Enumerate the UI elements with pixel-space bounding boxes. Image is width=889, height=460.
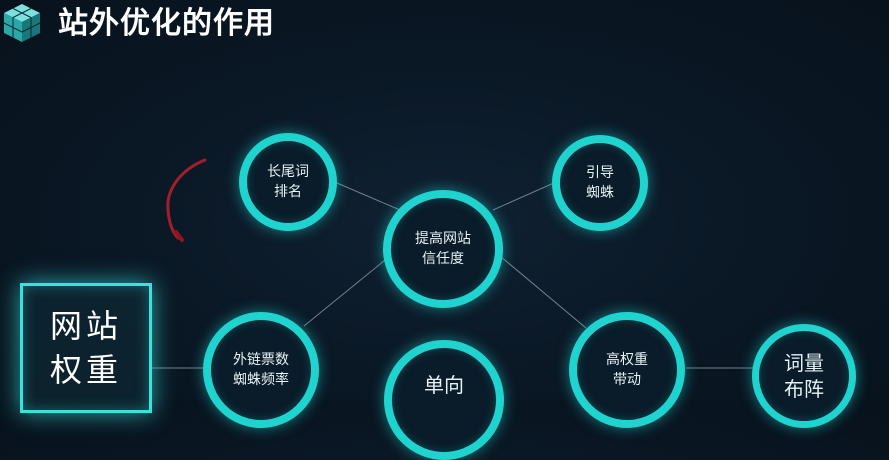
node-long-tail-line2: 排名: [274, 184, 302, 200]
node-site-trust-line2: 信任度: [422, 251, 464, 267]
red-pen-stroke: [166, 158, 207, 240]
node-keyword-matrix: 词量 布阵: [752, 324, 856, 428]
cube-logo-icon: [3, 4, 41, 42]
node-external-links: 外链票数 蜘蛛频率: [203, 312, 319, 428]
site-weight-line1: 网站: [49, 307, 122, 345]
node-guide-spider: 引导 蜘蛛: [552, 135, 648, 231]
node-external-links-line1: 外链票数: [233, 352, 289, 368]
node-site-trust-line1: 提高网站: [415, 231, 471, 247]
node-one-way: 单向: [384, 340, 504, 460]
slide-title: 站外优化的作用: [58, 6, 275, 41]
line-trust-highweight: [499, 255, 587, 329]
node-keyword-matrix-line2: 布阵: [784, 377, 824, 401]
node-keyword-matrix-line1: 词量: [784, 351, 824, 375]
line-trust-guide: [492, 181, 557, 211]
node-high-weight: 高权重 带动: [569, 312, 685, 428]
site-weight-line2: 权重: [49, 351, 122, 389]
connector-lines: [152, 158, 764, 369]
node-guide-spider-line2: 蜘蛛: [586, 185, 614, 201]
node-high-weight-line2: 带动: [613, 372, 641, 388]
node-site-trust: 提高网站 信任度: [383, 190, 503, 308]
node-long-tail-ranking: 长尾词 排名: [239, 133, 337, 231]
slide-canvas: 站外优化的作用 长尾词 排名 引导 蜘蛛 提高网站 信任度 外链票数 蜘蛛频率 …: [3, 4, 856, 460]
node-external-links-line2: 蜘蛛频率: [233, 372, 289, 388]
node-high-weight-line1: 高权重: [606, 352, 648, 368]
node-one-way-line1: 单向: [424, 373, 464, 397]
node-guide-spider-line1: 引导: [586, 165, 614, 181]
line-trust-external: [303, 255, 391, 327]
line-longtail-trust: [329, 179, 401, 211]
site-weight-box: 网站 权重: [20, 283, 152, 413]
node-long-tail-line1: 长尾词: [267, 164, 309, 180]
